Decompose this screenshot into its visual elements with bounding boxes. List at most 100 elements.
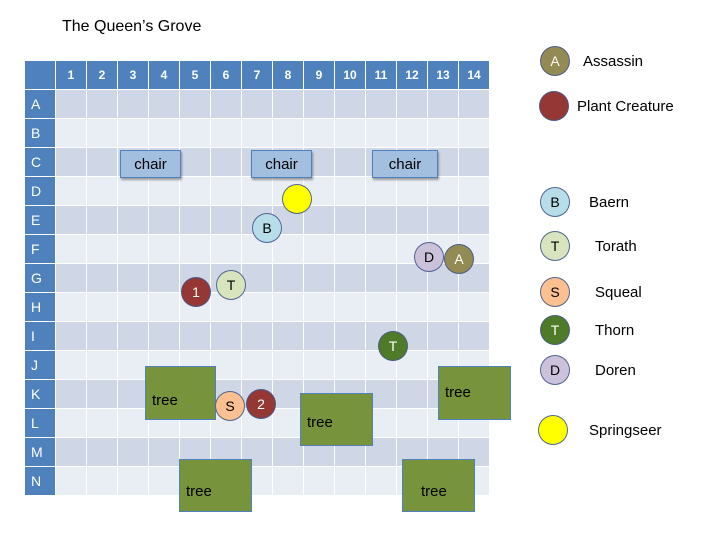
grid-cell[interactable] <box>117 89 149 119</box>
token-torath[interactable]: T <box>216 270 246 300</box>
grid-cell[interactable] <box>334 321 366 351</box>
grid-cell[interactable] <box>272 408 304 438</box>
grid-cell[interactable] <box>427 205 459 235</box>
grid-cell[interactable] <box>86 350 118 380</box>
grid-cell[interactable] <box>241 292 273 322</box>
token-assassin[interactable]: A <box>444 244 474 274</box>
grid-cell[interactable] <box>55 350 87 380</box>
grid-cell[interactable] <box>148 321 180 351</box>
grid-cell[interactable] <box>148 118 180 148</box>
token-squeal[interactable]: S <box>215 391 245 421</box>
grid-cell[interactable] <box>334 292 366 322</box>
grid-cell[interactable] <box>117 408 149 438</box>
grid-cell[interactable] <box>334 234 366 264</box>
grid-cell[interactable] <box>148 205 180 235</box>
grid-cell[interactable] <box>179 147 211 177</box>
grid-cell[interactable] <box>179 234 211 264</box>
grid-cell[interactable] <box>427 292 459 322</box>
grid-cell[interactable] <box>86 118 118 148</box>
grid-cell[interactable] <box>55 205 87 235</box>
grid-cell[interactable] <box>241 263 273 293</box>
grid-cell[interactable] <box>210 147 242 177</box>
grid-cell[interactable] <box>55 234 87 264</box>
grid-cell[interactable] <box>272 350 304 380</box>
grid-cell[interactable] <box>458 147 490 177</box>
grid-cell[interactable] <box>86 147 118 177</box>
token-doren[interactable]: D <box>414 242 444 272</box>
grid-cell[interactable] <box>458 176 490 206</box>
token-baern[interactable]: B <box>252 213 282 243</box>
grid-cell[interactable] <box>117 350 149 380</box>
grid-cell[interactable] <box>365 466 397 496</box>
grid-cell[interactable] <box>86 437 118 467</box>
grid-cell[interactable] <box>334 263 366 293</box>
grid-cell[interactable] <box>334 205 366 235</box>
grid-cell[interactable] <box>210 205 242 235</box>
token-thorn[interactable]: T <box>378 331 408 361</box>
grid-cell[interactable] <box>210 176 242 206</box>
grid-cell[interactable] <box>55 263 87 293</box>
grid-cell[interactable] <box>241 176 273 206</box>
grid-cell[interactable] <box>117 379 149 409</box>
grid-cell[interactable] <box>86 379 118 409</box>
grid-cell[interactable] <box>365 89 397 119</box>
grid-cell[interactable] <box>303 89 335 119</box>
grid-cell[interactable] <box>86 292 118 322</box>
grid-cell[interactable] <box>458 89 490 119</box>
grid-cell[interactable] <box>334 466 366 496</box>
grid-cell[interactable] <box>86 408 118 438</box>
grid-cell[interactable] <box>241 118 273 148</box>
grid-cell[interactable] <box>117 234 149 264</box>
grid-cell[interactable] <box>117 466 149 496</box>
grid-cell[interactable] <box>241 89 273 119</box>
grid-cell[interactable] <box>396 89 428 119</box>
grid-cell[interactable] <box>396 379 428 409</box>
grid-cell[interactable] <box>117 118 149 148</box>
grid-cell[interactable] <box>458 205 490 235</box>
grid-cell[interactable] <box>241 321 273 351</box>
grid-cell[interactable] <box>334 350 366 380</box>
grid-cell[interactable] <box>272 466 304 496</box>
grid-cell[interactable] <box>396 176 428 206</box>
grid-cell[interactable] <box>179 321 211 351</box>
grid-cell[interactable] <box>210 321 242 351</box>
grid-cell[interactable] <box>55 321 87 351</box>
token-plant-creature-1[interactable]: 1 <box>181 277 211 307</box>
grid-cell[interactable] <box>396 408 428 438</box>
grid-cell[interactable] <box>117 205 149 235</box>
grid-cell[interactable] <box>86 205 118 235</box>
grid-cell[interactable] <box>303 118 335 148</box>
grid-cell[interactable] <box>179 89 211 119</box>
grid-cell[interactable] <box>86 466 118 496</box>
grid-cell[interactable] <box>55 147 87 177</box>
grid-cell[interactable] <box>148 292 180 322</box>
grid-cell[interactable] <box>365 292 397 322</box>
token-springseer[interactable] <box>282 184 312 214</box>
grid-cell[interactable] <box>303 321 335 351</box>
grid-cell[interactable] <box>458 292 490 322</box>
grid-cell[interactable] <box>272 263 304 293</box>
grid-cell[interactable] <box>272 379 304 409</box>
grid-cell[interactable] <box>148 263 180 293</box>
grid-cell[interactable] <box>179 118 211 148</box>
grid-cell[interactable] <box>396 292 428 322</box>
grid-cell[interactable] <box>55 176 87 206</box>
grid-cell[interactable] <box>148 234 180 264</box>
grid-cell[interactable] <box>427 118 459 148</box>
grid-cell[interactable] <box>86 176 118 206</box>
grid-cell[interactable] <box>179 205 211 235</box>
grid-cell[interactable] <box>272 118 304 148</box>
grid-cell[interactable] <box>334 118 366 148</box>
grid-cell[interactable] <box>148 466 180 496</box>
grid-cell[interactable] <box>427 176 459 206</box>
grid-cell[interactable] <box>365 118 397 148</box>
grid-cell[interactable] <box>303 205 335 235</box>
grid-cell[interactable] <box>458 321 490 351</box>
grid-cell[interactable] <box>396 205 428 235</box>
grid-cell[interactable] <box>365 263 397 293</box>
grid-cell[interactable] <box>179 176 211 206</box>
grid-cell[interactable] <box>303 263 335 293</box>
grid-cell[interactable] <box>86 234 118 264</box>
grid-cell[interactable] <box>55 408 87 438</box>
grid-cell[interactable] <box>55 466 87 496</box>
